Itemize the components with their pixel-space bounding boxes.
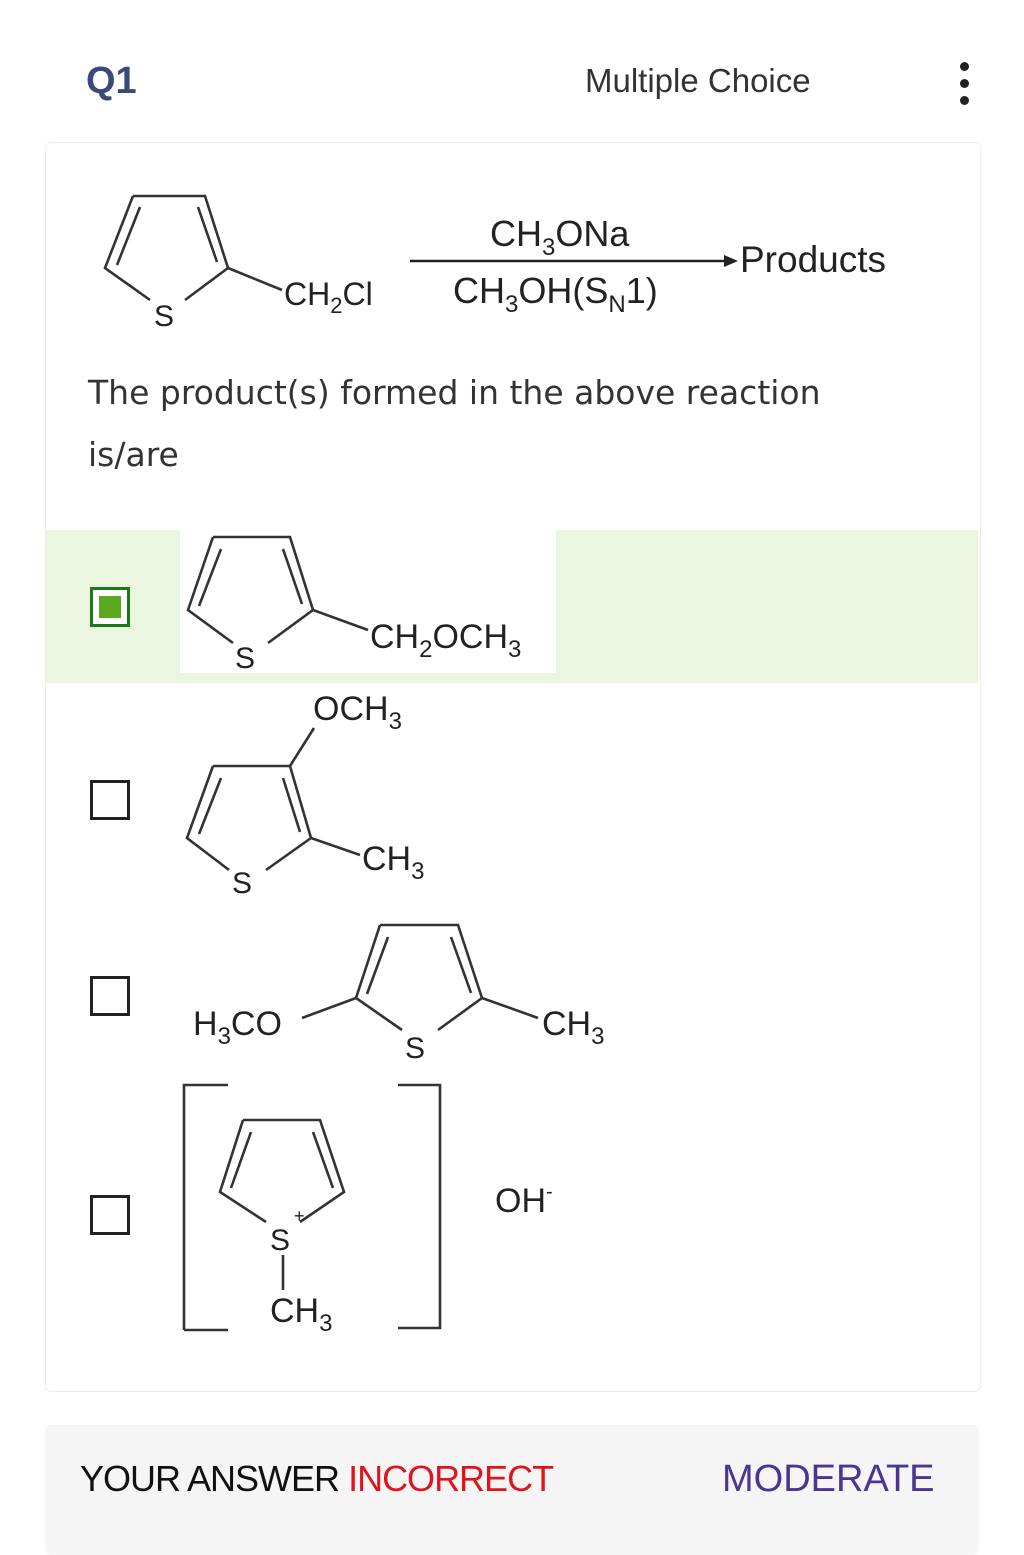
option-3-checkbox[interactable] (90, 976, 130, 1016)
status-prefix: YOUR ANSWER (80, 1458, 340, 1499)
status-result: INCORRECT (348, 1458, 554, 1499)
question-text: The product(s) formed in the above react… (88, 373, 821, 474)
difficulty-label: MODERATE (722, 1458, 935, 1500)
question-card (45, 142, 981, 1392)
question-number: Q1 (86, 60, 137, 102)
option-1-image (180, 530, 556, 673)
question-type: Multiple Choice (585, 62, 811, 99)
answer-status: YOUR ANSWER INCORRECT (80, 1458, 554, 1500)
option-4-checkbox[interactable] (90, 1195, 130, 1235)
option-1-checkbox[interactable] (90, 587, 130, 627)
option-2-checkbox[interactable] (90, 780, 130, 820)
result-footer (45, 1425, 979, 1555)
kebab-menu-icon[interactable] (952, 62, 976, 114)
